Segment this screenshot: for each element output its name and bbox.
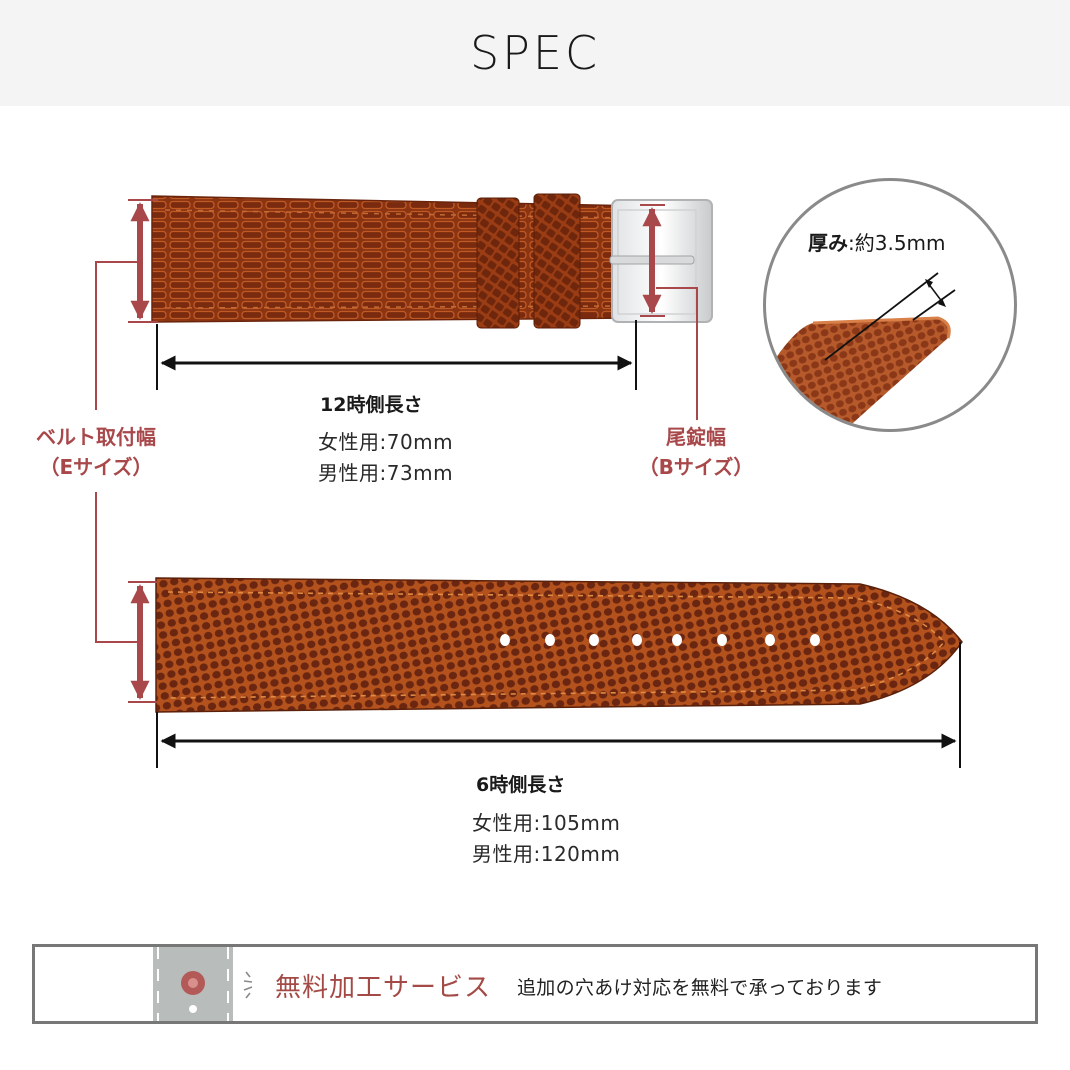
bottom-length-list: 女性用:105mm 男性用:120mm xyxy=(472,808,620,870)
strap-holes xyxy=(500,634,820,646)
lug-width-line2: （Eサイズ） xyxy=(39,455,153,479)
thickness-label-key: 厚み xyxy=(808,231,848,255)
bottom-length-women: 女性用:105mm xyxy=(472,811,621,835)
buckle-width-line2: （Bサイズ） xyxy=(638,455,754,479)
punch-hole-icon xyxy=(157,947,229,1021)
thickness-label: 厚み:約3.5mm xyxy=(808,227,946,256)
buckle-width-line1: 尾錠幅 xyxy=(666,425,726,449)
service-title: 無料加工サービス xyxy=(275,973,492,1003)
page-title: SPEC xyxy=(469,26,601,80)
buckle-width-label: 尾錠幅 （Bサイズ） xyxy=(626,422,766,482)
strap-strip-illustration xyxy=(153,947,233,1021)
top-length-dimension xyxy=(156,320,637,390)
top-length-title: 12時側長さ xyxy=(320,394,423,416)
thickness-illustration xyxy=(766,272,956,429)
sparkle-icon xyxy=(243,971,253,999)
thickness-value: :約3.5mm xyxy=(848,231,946,255)
lug-width-dimension xyxy=(95,199,158,703)
service-description: 追加の穴あけ対応を無料で承っております xyxy=(517,977,883,999)
thickness-detail-circle: 厚み:約3.5mm xyxy=(763,178,1017,432)
bottom-length-dimension xyxy=(156,642,961,768)
top-length-women: 女性用:70mm xyxy=(318,430,454,454)
lug-width-line1: ベルト取付幅 xyxy=(36,425,156,449)
top-length-list: 女性用:70mm 男性用:73mm xyxy=(318,427,453,489)
bottom-strap-image xyxy=(155,577,963,713)
top-strap-image xyxy=(151,193,713,329)
lug-width-label: ベルト取付幅 （Eサイズ） xyxy=(18,422,174,482)
free-service-banner: 無料加工サービス 追加の穴あけ対応を無料で承っております xyxy=(32,944,1038,1024)
header-banner: SPEC xyxy=(0,0,1070,106)
buckle-width-dimension xyxy=(640,204,698,420)
bottom-length-men: 男性用:120mm xyxy=(472,842,621,866)
top-length-men: 男性用:73mm xyxy=(318,461,454,485)
bottom-length-title: 6時側長さ xyxy=(476,774,566,796)
